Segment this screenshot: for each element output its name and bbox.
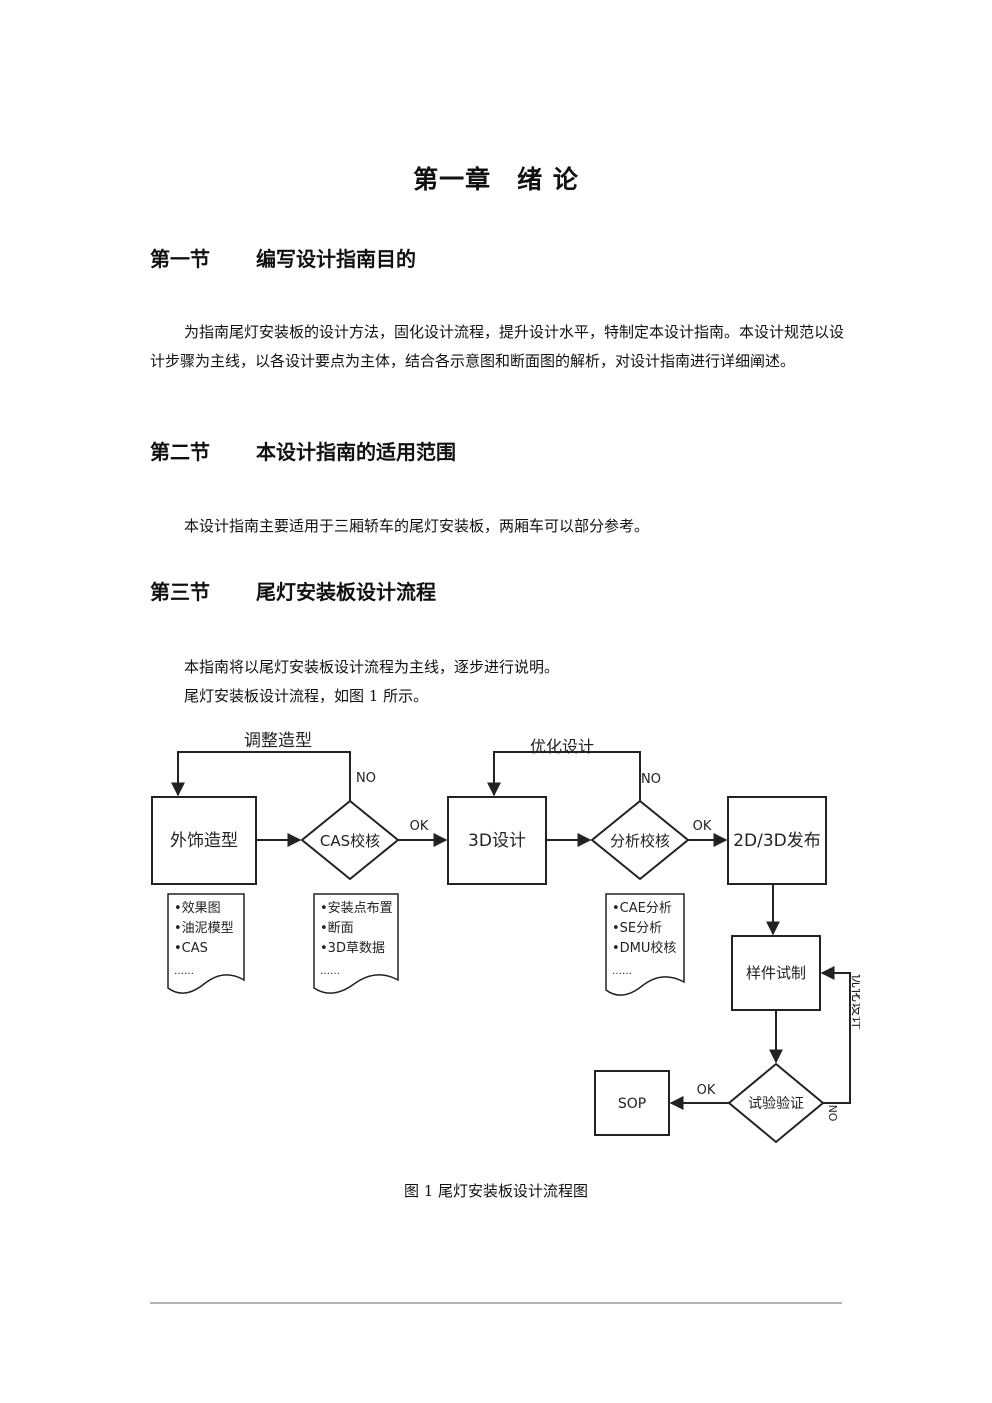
doc3-line-3: •DMU校核 [612,940,676,956]
design-flowchart: 外饰造型 3D设计 2D/3D发布 样件试制 SOP CAS校核 分析校核 试验… [151,731,860,1144]
doc1-line-1: •效果图 [174,901,221,916]
flow-box-release-label: 2D/3D发布 [733,831,821,851]
label-optimize-design: 优化设计 [530,737,594,756]
process-paragraph-line-2: 尾灯安装板设计流程，如图 1 所示。 [184,687,429,705]
loop-adjust-styling [171,751,351,801]
flow-box-3d-design-label: 3D设计 [468,831,526,851]
footer-rule [150,1302,842,1304]
doc2-line-3: •3D草数据 [320,941,385,956]
label-no-1: NO [356,771,376,786]
doc3-line-2: •SE分析 [612,921,662,936]
decision-test-verify-label: 试验验证 [748,1096,804,1112]
scope-paragraph: 本设计指南主要适用于三厢轿车的尾灯安装板，两厢车可以部分参考。 [184,517,650,535]
doc-cas-outputs [313,893,399,994]
section-1-heading: 第一节 编写设计指南目的 [150,243,416,272]
doc1-line-2: •油泥模型 [174,921,234,936]
doc1-line-3: •CAS [174,941,208,956]
purpose-paragraph: 为指南尾灯安装板的设计方法，固化设计流程，提升设计水平，特制定本设计指南。本设计… [150,323,845,370]
decision-cas-check [300,799,400,881]
decision-analysis-check [590,799,690,881]
section-2-number: 第二节 [150,440,210,464]
section-3-number: 第三节 [150,580,210,604]
section-2-heading: 第二节 本设计指南的适用范围 [150,436,456,465]
decision-test-verify [727,1062,825,1144]
loop-optimize-design [487,751,641,801]
flow-box-3d-design [447,796,547,885]
doc-styling-outputs [167,893,245,994]
flow-box-styling-label: 外饰造型 [170,831,238,851]
chapter-title: 第一章 绪 论 [413,165,579,194]
doc2-line-4: …… [320,966,340,977]
figure-caption: 图 1 尾灯安装板设计流程图 [403,1182,589,1200]
doc3-line-1: •CAE分析 [612,901,672,916]
label-no-3: NO [826,1105,839,1122]
doc2-line-1: •安装点布置 [320,901,393,916]
section-1-number: 第一节 [150,247,210,271]
decision-analysis-check-label: 分析校核 [610,832,670,850]
loop-optimize-design-vertical [820,966,851,1104]
section-2-title: 本设计指南的适用范围 [256,440,456,464]
flow-box-styling [151,796,257,885]
flow-box-prototype [731,935,821,1011]
section-3-heading: 第三节 尾灯安装板设计流程 [150,576,436,605]
flow-box-prototype-label: 样件试制 [746,964,806,982]
label-ok-1: OK [410,819,429,834]
decision-cas-check-label: CAS校核 [320,832,380,850]
process-paragraph-line-1: 本指南将以尾灯安装板设计流程为主线，逐步进行说明。 [184,658,560,676]
flow-box-sop-label: SOP [618,1096,646,1112]
doc3-line-4: …… [612,966,632,977]
doc1-line-4: …… [174,966,194,977]
doc2-line-2: •断面 [320,921,354,936]
flow-box-sop [594,1070,670,1136]
label-ok-2: OK [693,819,712,834]
label-adjust-styling: 调整造型 [244,731,312,751]
doc-analysis-outputs [605,893,685,996]
label-optimize-design-vertical: 优化设计 [849,974,860,1030]
label-no-2: NO [641,772,661,787]
section-1-title: 编写设计指南目的 [256,247,416,271]
flow-box-release [727,796,827,885]
label-ok-3: OK [697,1083,716,1098]
section-3-title: 尾灯安装板设计流程 [256,580,436,604]
